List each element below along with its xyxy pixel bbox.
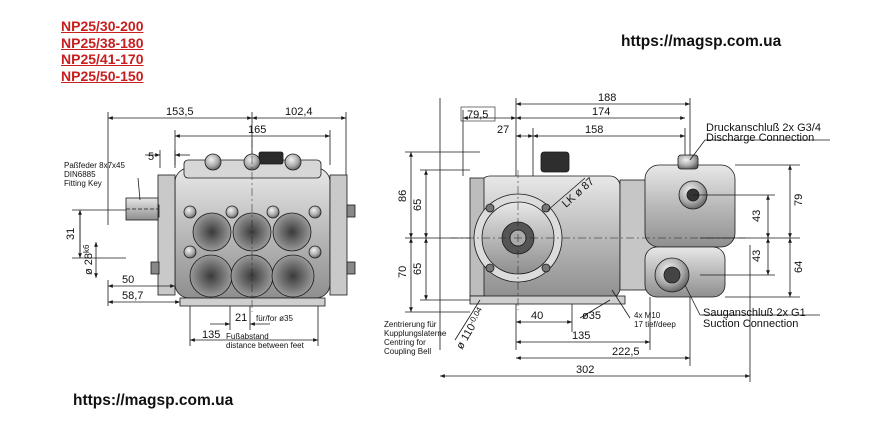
dim-102-4: 102,4	[285, 106, 313, 118]
model-item: NP25/41-170	[61, 51, 144, 67]
note-bell-2: Kupplungslaterne	[384, 329, 447, 338]
model-item: NP25/38-180	[61, 34, 144, 51]
dim-65-upper: 65	[412, 199, 424, 211]
note-feet-1: Fußabstand	[226, 332, 269, 341]
dim-302: 302	[576, 364, 594, 376]
website-url-bottom[interactable]: https://magsp.com.ua	[73, 392, 234, 409]
dim-58-7: 58,7	[122, 290, 143, 302]
dim-31: 31	[65, 228, 77, 240]
note-key-2: DIN6885	[64, 170, 96, 179]
dim-86: 86	[397, 190, 409, 202]
note-key-3: Fitting Key	[64, 179, 102, 188]
note-bell-1: Zentrierung für	[384, 320, 437, 329]
dim-188: 188	[598, 92, 616, 104]
dim-43-lower: 43	[751, 250, 763, 262]
dim-165: 165	[248, 124, 266, 136]
dim-21: 21	[235, 312, 247, 324]
dim-79: 79	[793, 194, 805, 206]
note-bell-3: Centring for	[384, 338, 426, 347]
dim-174: 174	[592, 106, 610, 118]
note-bell-4: Coupling Bell	[384, 347, 431, 356]
side-view	[405, 98, 830, 382]
dim-40: 40	[531, 310, 543, 322]
note-key-1: Paßfeder 8x7x45	[64, 161, 125, 170]
dim-35: ø35	[582, 310, 601, 322]
note-for-35: für/for ø35	[256, 314, 293, 323]
model-list: NP25/30-200 NP25/38-180 NP25/41-170 NP25…	[61, 18, 144, 84]
dim-70: 70	[397, 266, 409, 278]
dim-64: 64	[793, 261, 805, 273]
dim-5: 5	[148, 151, 154, 163]
dim-28: ø 28k6	[82, 244, 95, 275]
note-m10-1: 4x M10	[634, 311, 661, 320]
dim-222-5: 222,5	[612, 346, 640, 358]
note-discharge-2: Discharge Connection	[706, 132, 814, 144]
front-view-labels: 153,5 102,4 165 5 Paßfeder 8x7x45 DIN688…	[64, 106, 313, 350]
note-suction-2: Suction Connection	[703, 318, 798, 330]
website-url-top[interactable]: https://magsp.com.ua	[621, 33, 782, 50]
dim-65-lower: 65	[412, 263, 424, 275]
dim-153-5: 153,5	[166, 106, 194, 118]
note-suction-1: Sauganschluß 2x G1	[703, 307, 806, 319]
dim-43-upper: 43	[751, 210, 763, 222]
model-item: NP25/30-200	[61, 18, 144, 34]
note-m10-2: 17 tief/deep	[634, 320, 676, 329]
model-item: NP25/50-150	[61, 67, 144, 84]
dim-50: 50	[122, 274, 134, 286]
dim-79-5: 79,5	[467, 109, 488, 121]
dim-27: 27	[497, 124, 509, 136]
dim-135-front: 135	[202, 329, 220, 341]
note-discharge-1: Druckanschluß 2x G3/4	[706, 122, 821, 134]
note-feet-2: distance between feet	[226, 341, 305, 350]
dim-158: 158	[585, 124, 603, 136]
dim-135-side: 135	[572, 330, 590, 342]
front-view	[72, 112, 356, 346]
